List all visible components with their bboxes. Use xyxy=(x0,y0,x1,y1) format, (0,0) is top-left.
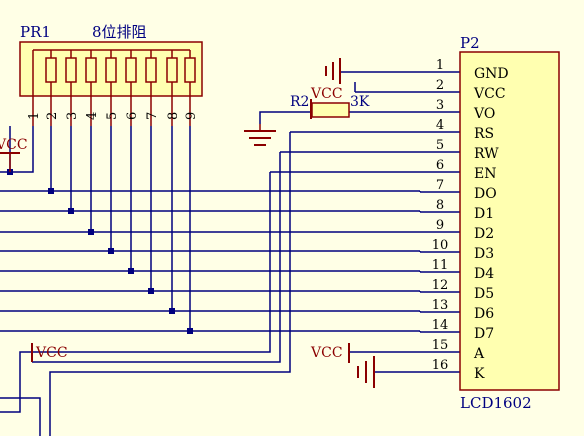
resnet-pin-label: 3 xyxy=(65,112,80,120)
resnet-title: 8位排阻 xyxy=(92,23,147,41)
wire xyxy=(49,132,291,436)
lcd-pin-number: 2 xyxy=(436,78,444,93)
lcd-pin-name: DO xyxy=(474,186,497,202)
resnet-pin-label: 6 xyxy=(125,112,140,120)
lcd-pin-name: D2 xyxy=(474,226,494,242)
lcd-pin-name: D3 xyxy=(474,246,494,262)
ground-symbol-resistor xyxy=(244,124,276,146)
vcc-label-left-top: VCC xyxy=(0,137,28,153)
wire xyxy=(259,111,312,124)
junction xyxy=(187,328,193,334)
lcd-pin-name: GND xyxy=(474,66,509,82)
lcd-pin-number: 8 xyxy=(436,198,444,213)
vcc-symbol-left-top: VCC xyxy=(0,137,28,172)
lcd-pin-number: 15 xyxy=(432,338,449,353)
lcd-pin-number: 11 xyxy=(432,258,449,273)
resnet-designator: PR1 xyxy=(20,23,51,41)
junction xyxy=(108,248,114,254)
wire xyxy=(0,172,271,413)
resistor-value: 3K xyxy=(350,94,370,110)
resnet-pin-label: 5 xyxy=(105,112,120,120)
lcd-pin-number: 12 xyxy=(432,278,449,293)
vcc-label-left-bottom: VCC xyxy=(35,345,68,361)
lcd-pin-name: K xyxy=(474,366,485,382)
resnet-pin-label: 1 xyxy=(27,112,42,120)
vcc-symbol-left-bottom: VCC xyxy=(31,343,68,362)
junction xyxy=(88,229,94,235)
junction xyxy=(169,308,175,314)
ground-symbol-pin16 xyxy=(357,356,375,388)
lcd-pin-name: RS xyxy=(474,126,494,142)
lcd-pin-number: 3 xyxy=(436,98,444,113)
lcd-model: LCD1602 xyxy=(460,394,532,412)
lcd-pin-name: D5 xyxy=(474,286,494,302)
lcd-pin-number: 10 xyxy=(432,238,449,253)
lcd-pin-name: D1 xyxy=(474,206,494,222)
lcd-pin-number: 13 xyxy=(432,298,449,313)
resnet-pin-label: 2 xyxy=(45,112,60,120)
lcd-designator: P2 xyxy=(460,34,480,52)
lcd-body xyxy=(459,51,560,391)
lcd-pin-number: 14 xyxy=(432,318,449,333)
resistor-r2: R2 VCC 3K xyxy=(290,86,370,119)
lcd-pin-name: RW xyxy=(474,146,499,162)
wire-layer xyxy=(0,71,460,436)
lcd-pin-number: 1 xyxy=(436,58,444,73)
lcd-pin-number: 4 xyxy=(436,118,444,133)
lcd-pin-name: D6 xyxy=(474,306,494,322)
resnet-pin-label: 8 xyxy=(166,112,181,120)
vcc-label-resistor: VCC xyxy=(310,86,343,102)
lcd-pin-name: VO xyxy=(473,106,495,122)
vcc-symbol-pin15: VCC xyxy=(310,343,350,363)
lcd-pin-number: 9 xyxy=(436,218,444,233)
lcd-pin-number: 6 xyxy=(436,158,444,173)
lcd-pin-name: D7 xyxy=(474,326,494,342)
lcd-pin-name: A xyxy=(473,346,485,362)
junction xyxy=(148,288,154,294)
resnet-pin-label: 7 xyxy=(145,112,160,120)
wire xyxy=(32,152,281,363)
junction xyxy=(128,268,134,274)
ground-symbol-top xyxy=(325,58,341,84)
junction xyxy=(48,188,54,194)
wire xyxy=(0,397,41,436)
lcd-pin-name: D4 xyxy=(474,266,494,282)
lcd-pin-name: VCC xyxy=(473,86,506,102)
lcd-pin-name: EN xyxy=(474,166,496,182)
resistor-designator: R2 xyxy=(290,94,309,110)
lcd-pin-number: 16 xyxy=(432,358,449,373)
vcc-label-pin15: VCC xyxy=(310,345,343,361)
lcd-pin-number: 5 xyxy=(436,138,444,153)
resnet-pin-label: 9 xyxy=(184,112,199,120)
resnet-pin-label: 4 xyxy=(85,112,100,120)
junction xyxy=(68,208,74,214)
lcd-pin-number: 7 xyxy=(436,178,444,193)
